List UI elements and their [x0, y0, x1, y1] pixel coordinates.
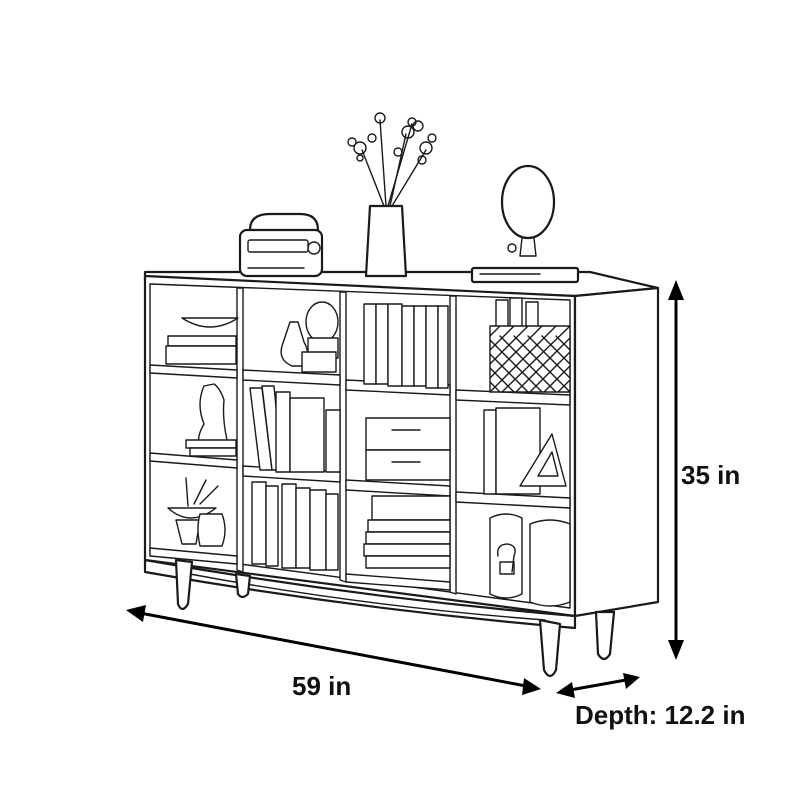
column-3-items	[363, 303, 451, 569]
height-label: 35 in	[681, 460, 740, 490]
height-dimension-line	[668, 280, 684, 660]
legs	[174, 558, 616, 678]
radio-decor	[238, 212, 324, 278]
width-label: 59 in	[292, 671, 351, 701]
column-1-items	[165, 317, 239, 547]
column-2-items	[249, 301, 341, 571]
column-4-items	[483, 297, 571, 607]
depth-dimension-line	[556, 673, 640, 698]
width-dimension-line	[126, 605, 541, 695]
vase-with-flowers	[347, 112, 437, 278]
depth-label: Depth: 12.2 in	[575, 700, 745, 730]
table-lamp-decor	[470, 164, 580, 284]
shelves	[149, 364, 571, 591]
column-dividers	[236, 287, 457, 595]
